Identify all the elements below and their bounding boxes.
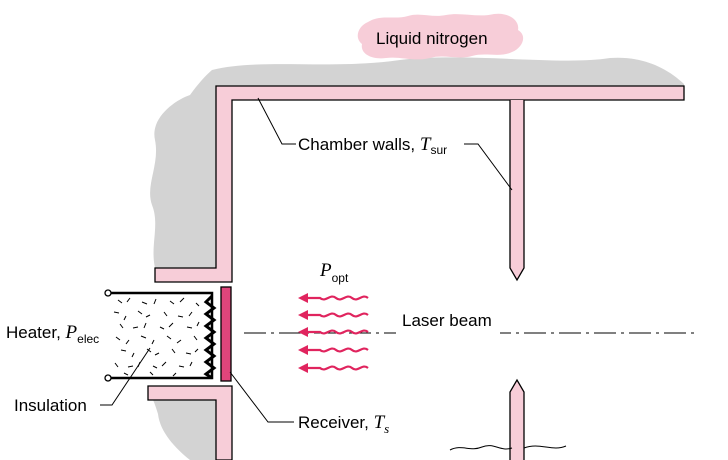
chamber-walls-leader-right [464, 143, 513, 191]
insulation-block [108, 291, 214, 380]
baffle-upper [509, 100, 525, 282]
heater-terminal-bottom [104, 374, 112, 382]
wavy-arrow-icon [306, 295, 369, 371]
heater-terminal-top [104, 289, 112, 297]
insulation-label: Insulation [14, 396, 87, 415]
chamber-walls-leader-left [257, 97, 296, 145]
chamber-wall-lower [147, 385, 233, 460]
liquid-nitrogen-cloud [357, 13, 524, 60]
receiver-label: Receiver, Ts [298, 412, 389, 436]
baffle-lower [509, 378, 525, 460]
liquid-nitrogen-jacket-lower [148, 386, 232, 460]
heater-label: Heater, Pelec [6, 322, 99, 346]
chamber-wall-upper [154, 85, 685, 283]
liquid-nitrogen-label: Liquid nitrogen [376, 29, 488, 48]
receiver-leader [229, 371, 294, 423]
wall-break-line [449, 445, 567, 451]
heater-coil [203, 294, 217, 380]
insulation-leader [100, 347, 151, 406]
optical-power-label: Popt [319, 260, 349, 285]
arrowheads [298, 293, 308, 373]
receiver-plate [220, 286, 232, 382]
laser-beam-label: Laser beam [402, 311, 492, 330]
chamber-walls-label: Chamber walls, Tsur [298, 134, 447, 157]
insulation-speckle [113, 297, 200, 377]
laser-beam-label-bg [396, 306, 500, 340]
